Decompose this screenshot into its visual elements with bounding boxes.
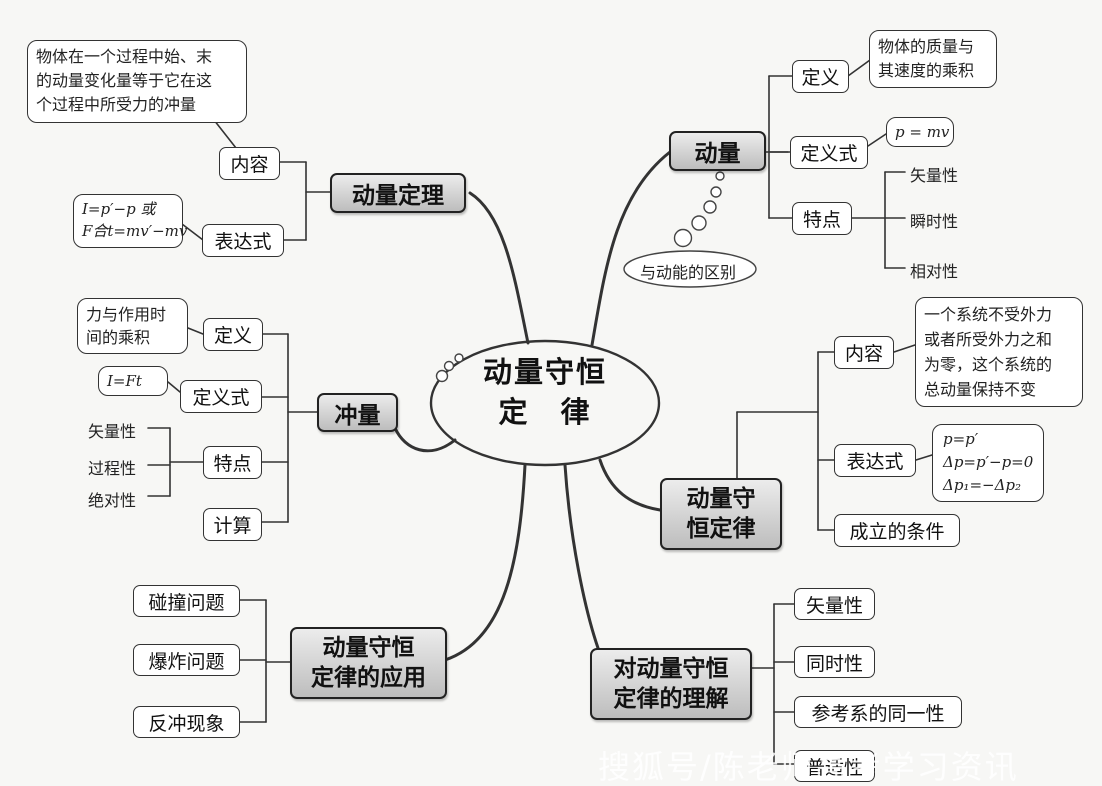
momentum-property-instant: 瞬时性	[910, 212, 959, 231]
bubble-4	[691, 215, 707, 231]
impulse-definition-node[interactable]: 定义	[203, 318, 263, 351]
center-title-line2: 定 律	[498, 395, 592, 429]
understanding-simultaneity[interactable]: 同时性	[794, 646, 875, 678]
conservation-content-node[interactable]: 内容	[834, 336, 894, 369]
understanding-vector[interactable]: 矢量性	[794, 588, 875, 620]
momentum-node[interactable]: 动量	[669, 131, 766, 171]
bubble-1	[715, 171, 725, 181]
understanding-universality[interactable]: 普适性	[794, 750, 875, 782]
understanding-reference-frame[interactable]: 参考系的同一性	[794, 696, 962, 728]
bubble-3	[703, 200, 717, 214]
theorem-expression-node[interactable]: 表达式	[202, 224, 284, 257]
bubble-5	[673, 228, 693, 248]
watermark: 搜狐号/陈老师高考学习资讯	[598, 748, 1019, 786]
center-bubble-1	[435, 369, 449, 383]
conservation-condition-node[interactable]: 成立的条件	[834, 514, 960, 547]
impulse-property-absolute: 绝对性	[88, 491, 137, 510]
impulse-property-process: 过程性	[88, 459, 137, 478]
understanding-node[interactable]: 对动量守恒 定律的理解	[590, 648, 752, 720]
theorem-node[interactable]: 动量定理	[330, 173, 466, 213]
momentum-property-vector: 矢量性	[910, 166, 959, 185]
application-node[interactable]: 动量守恒 定律的应用	[290, 627, 447, 699]
conservation-expression-note: p=p′ Δp=p′−p=0 Δp₁=−Δp₂	[932, 424, 1044, 502]
impulse-property-vector: 矢量性	[88, 422, 137, 441]
impulse-formula-node[interactable]: 定义式	[180, 380, 262, 413]
impulse-definition-note: 力与作用时 间的乘积	[77, 298, 188, 354]
momentum-definition-note: 物体的质量与 其速度的乘积	[869, 30, 997, 88]
conservation-node[interactable]: 动量守 恒定律	[660, 478, 782, 550]
branch-to-application	[443, 463, 527, 662]
momentum-property-relative: 相对性	[910, 262, 959, 281]
momentum-formula-note: p = mv	[886, 117, 954, 147]
impulse-node[interactable]: 冲量	[317, 393, 398, 432]
branch-to-understanding	[563, 463, 600, 650]
branch-to-conservation	[598, 458, 662, 512]
bubble-2	[710, 186, 722, 198]
conservation-expression-node[interactable]: 表达式	[834, 444, 916, 477]
impulse-properties-node[interactable]: 特点	[203, 446, 262, 479]
application-collision[interactable]: 碰撞问题	[133, 585, 240, 617]
theorem-expression-note: I=p′−p 或 F合t=mv′−mv	[73, 194, 187, 248]
momentum-properties-node[interactable]: 特点	[792, 202, 852, 235]
distinction-cloud	[623, 250, 757, 288]
branch-to-impulse	[393, 426, 457, 453]
conservation-content-note: 一个系统不受外力 或者所受外力之和 为零，这个系统的 总动量保持不变	[915, 297, 1083, 407]
center-title: 动量守恒 定 律	[440, 352, 650, 432]
impulse-calculation-node[interactable]: 计算	[203, 508, 262, 541]
momentum-formula-node[interactable]: 定义式	[790, 136, 868, 169]
impulse-formula-note: I=Ft	[98, 366, 168, 396]
branch-to-momentum	[590, 150, 672, 347]
theorem-content-note: 物体在一个过程中始、末 的动量变化量等于它在这 个过程中所受力的冲量	[27, 40, 247, 123]
center-ellipse	[429, 339, 661, 467]
application-explosion[interactable]: 爆炸问题	[133, 644, 240, 676]
center-title-line1: 动量守恒	[482, 355, 607, 389]
branch-to-theorem	[468, 191, 530, 345]
center-bubble-3	[454, 353, 464, 363]
momentum-distinction-label[interactable]: 与动能的区别	[640, 263, 737, 282]
theorem-content-node[interactable]: 内容	[219, 147, 280, 180]
momentum-definition-node[interactable]: 定义	[792, 60, 849, 93]
application-recoil[interactable]: 反冲现象	[133, 706, 240, 738]
center-bubble-2	[443, 360, 455, 372]
